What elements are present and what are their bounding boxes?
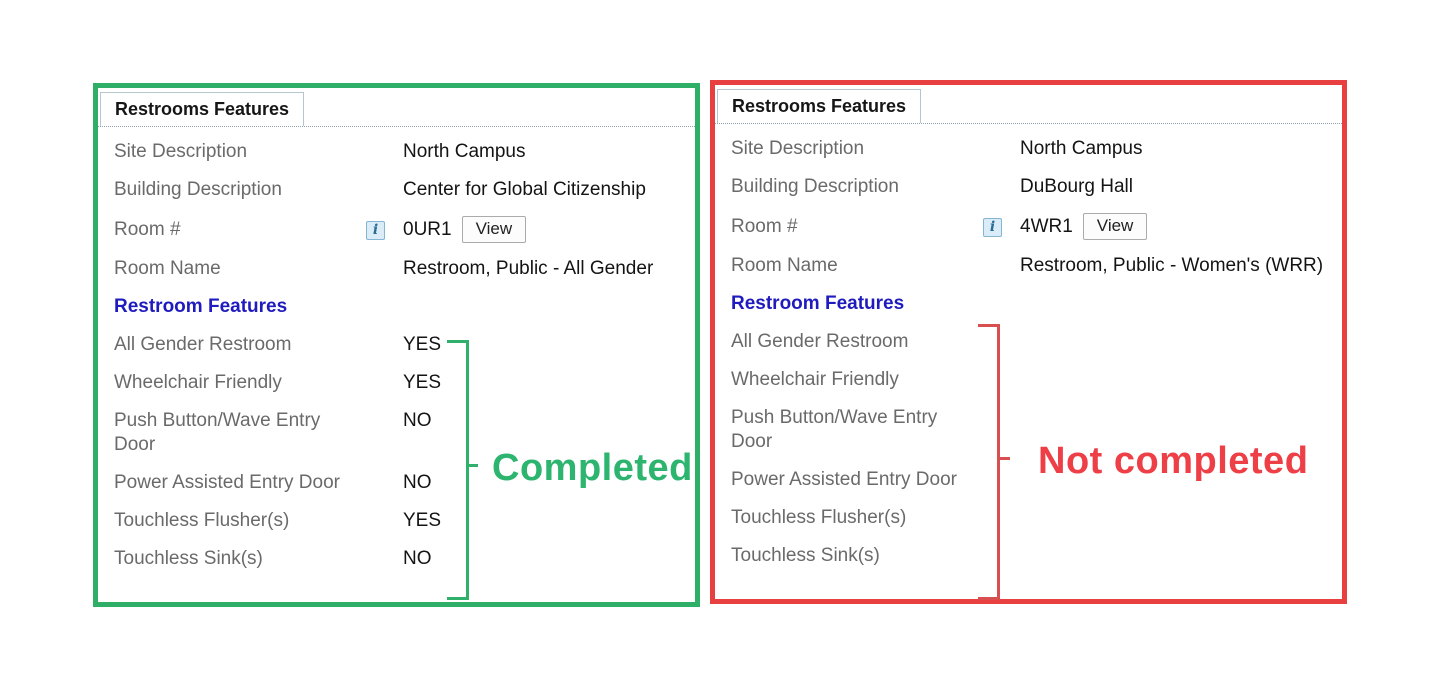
feature-row: Touchless Sink(s) NO	[114, 547, 685, 571]
field-value: Restroom, Public - All Gender	[403, 258, 654, 279]
spacer	[366, 371, 403, 395]
feature-row: Touchless Flusher(s)	[731, 506, 1332, 530]
feature-label: Push Button/Wave Entry Door	[114, 410, 321, 455]
room-number-value: 0UR1	[403, 218, 452, 240]
spacer	[366, 471, 403, 495]
feature-value: NO	[403, 410, 432, 431]
feature-label: Touchless Flusher(s)	[114, 510, 290, 531]
not-completed-bracket-tick	[1000, 457, 1010, 460]
feature-label: Touchless Sink(s)	[114, 548, 263, 569]
section-row: Restroom Features	[114, 295, 685, 333]
view-button[interactable]: View	[1082, 213, 1148, 240]
feature-label: All Gender Restroom	[731, 331, 909, 352]
restroom-panel-not-completed: Restrooms Features Site Description Nort…	[710, 80, 1347, 604]
feature-label: Touchless Flusher(s)	[731, 507, 907, 528]
spacer	[366, 257, 403, 281]
info-icon[interactable]: i	[983, 218, 1002, 237]
restroom-features-section-link[interactable]: Restroom Features	[731, 293, 905, 314]
field-label: Room #	[731, 215, 798, 237]
feature-label: All Gender Restroom	[114, 334, 292, 355]
feature-row: Push Button/Wave Entry Door	[731, 406, 1332, 454]
field-row-room-number: Room # i 4WR1 View	[731, 213, 1332, 240]
field-row: Building Description DuBourg Hall	[731, 175, 1332, 199]
feature-row: All Gender Restroom YES	[114, 333, 685, 357]
feature-row: Power Assisted Entry Door NO	[114, 471, 685, 495]
section-row: Restroom Features	[731, 292, 1332, 330]
room-number-value: 4WR1	[1020, 215, 1073, 237]
feature-row: Touchless Flusher(s) YES	[114, 509, 685, 533]
field-row: Room Name Restroom, Public - All Gender	[114, 257, 685, 281]
feature-label: Wheelchair Friendly	[114, 372, 282, 393]
feature-label: Power Assisted Entry Door	[731, 469, 957, 490]
feature-row: Power Assisted Entry Door	[731, 468, 1332, 492]
field-value: Restroom, Public - Women's (WRR)	[1020, 255, 1324, 276]
feature-label: Touchless Sink(s)	[731, 545, 880, 566]
restroom-panel-completed: Restrooms Features Site Description Nort…	[93, 83, 700, 607]
spacer	[366, 409, 403, 457]
panel-content: Site Description North Campus Building D…	[98, 127, 695, 571]
field-label: Room Name	[114, 258, 221, 279]
feature-value: NO	[403, 548, 432, 569]
feature-row: All Gender Restroom	[731, 330, 1332, 354]
feature-label: Wheelchair Friendly	[731, 369, 899, 390]
field-label: Site Description	[731, 138, 865, 159]
field-value: 4WR1 View	[1020, 213, 1148, 240]
field-value: North Campus	[1020, 138, 1143, 159]
field-label: Building Description	[731, 176, 899, 197]
not-completed-annotation: Not completed	[1038, 440, 1309, 482]
tab-restrooms-features[interactable]: Restrooms Features	[100, 92, 305, 126]
feature-row: Wheelchair Friendly YES	[114, 371, 685, 395]
feature-value: YES	[403, 334, 442, 355]
feature-label: Power Assisted Entry Door	[114, 472, 340, 493]
feature-row: Push Button/Wave Entry Door NO	[114, 409, 685, 457]
view-button[interactable]: View	[461, 216, 527, 243]
field-label: Room #	[114, 218, 181, 240]
field-value: Center for Global Citizenship	[403, 179, 646, 200]
tab-bar: Restrooms Features	[715, 89, 1342, 124]
field-label: Building Description	[114, 179, 282, 200]
spacer: i	[983, 216, 1020, 237]
field-row-room-number: Room # i 0UR1 View	[114, 216, 685, 243]
feature-value: YES	[403, 372, 442, 393]
spacer	[983, 254, 1020, 278]
completed-bracket-tick	[469, 464, 478, 467]
field-label: Site Description	[114, 141, 248, 162]
feature-label: Push Button/Wave Entry Door	[731, 407, 938, 452]
tab-bar: Restrooms Features	[98, 92, 695, 127]
spacer	[983, 175, 1020, 199]
feature-value: YES	[403, 510, 442, 531]
not-completed-bracket	[978, 324, 1000, 600]
feature-row: Touchless Sink(s)	[731, 544, 1332, 568]
spacer	[366, 333, 403, 357]
spacer	[366, 509, 403, 533]
completed-bracket	[447, 340, 469, 600]
field-value: North Campus	[403, 141, 526, 162]
info-icon[interactable]: i	[366, 221, 385, 240]
spacer	[983, 137, 1020, 161]
spacer	[366, 178, 403, 202]
field-row: Room Name Restroom, Public - Women's (WR…	[731, 254, 1332, 278]
field-label: Room Name	[731, 255, 838, 276]
field-row: Building Description Center for Global C…	[114, 178, 685, 202]
spacer	[366, 140, 403, 164]
tab-restrooms-features[interactable]: Restrooms Features	[717, 89, 922, 123]
field-row: Site Description North Campus	[731, 137, 1332, 161]
field-value: DuBourg Hall	[1020, 176, 1133, 197]
panel-content: Site Description North Campus Building D…	[715, 124, 1342, 568]
restroom-features-section-link[interactable]: Restroom Features	[114, 296, 288, 317]
spacer	[366, 547, 403, 571]
field-value: 0UR1 View	[403, 216, 527, 243]
feature-row: Wheelchair Friendly	[731, 368, 1332, 392]
field-row: Site Description North Campus	[114, 140, 685, 164]
completed-annotation: Completed	[492, 447, 693, 489]
feature-value: NO	[403, 472, 432, 493]
spacer: i	[366, 219, 403, 240]
